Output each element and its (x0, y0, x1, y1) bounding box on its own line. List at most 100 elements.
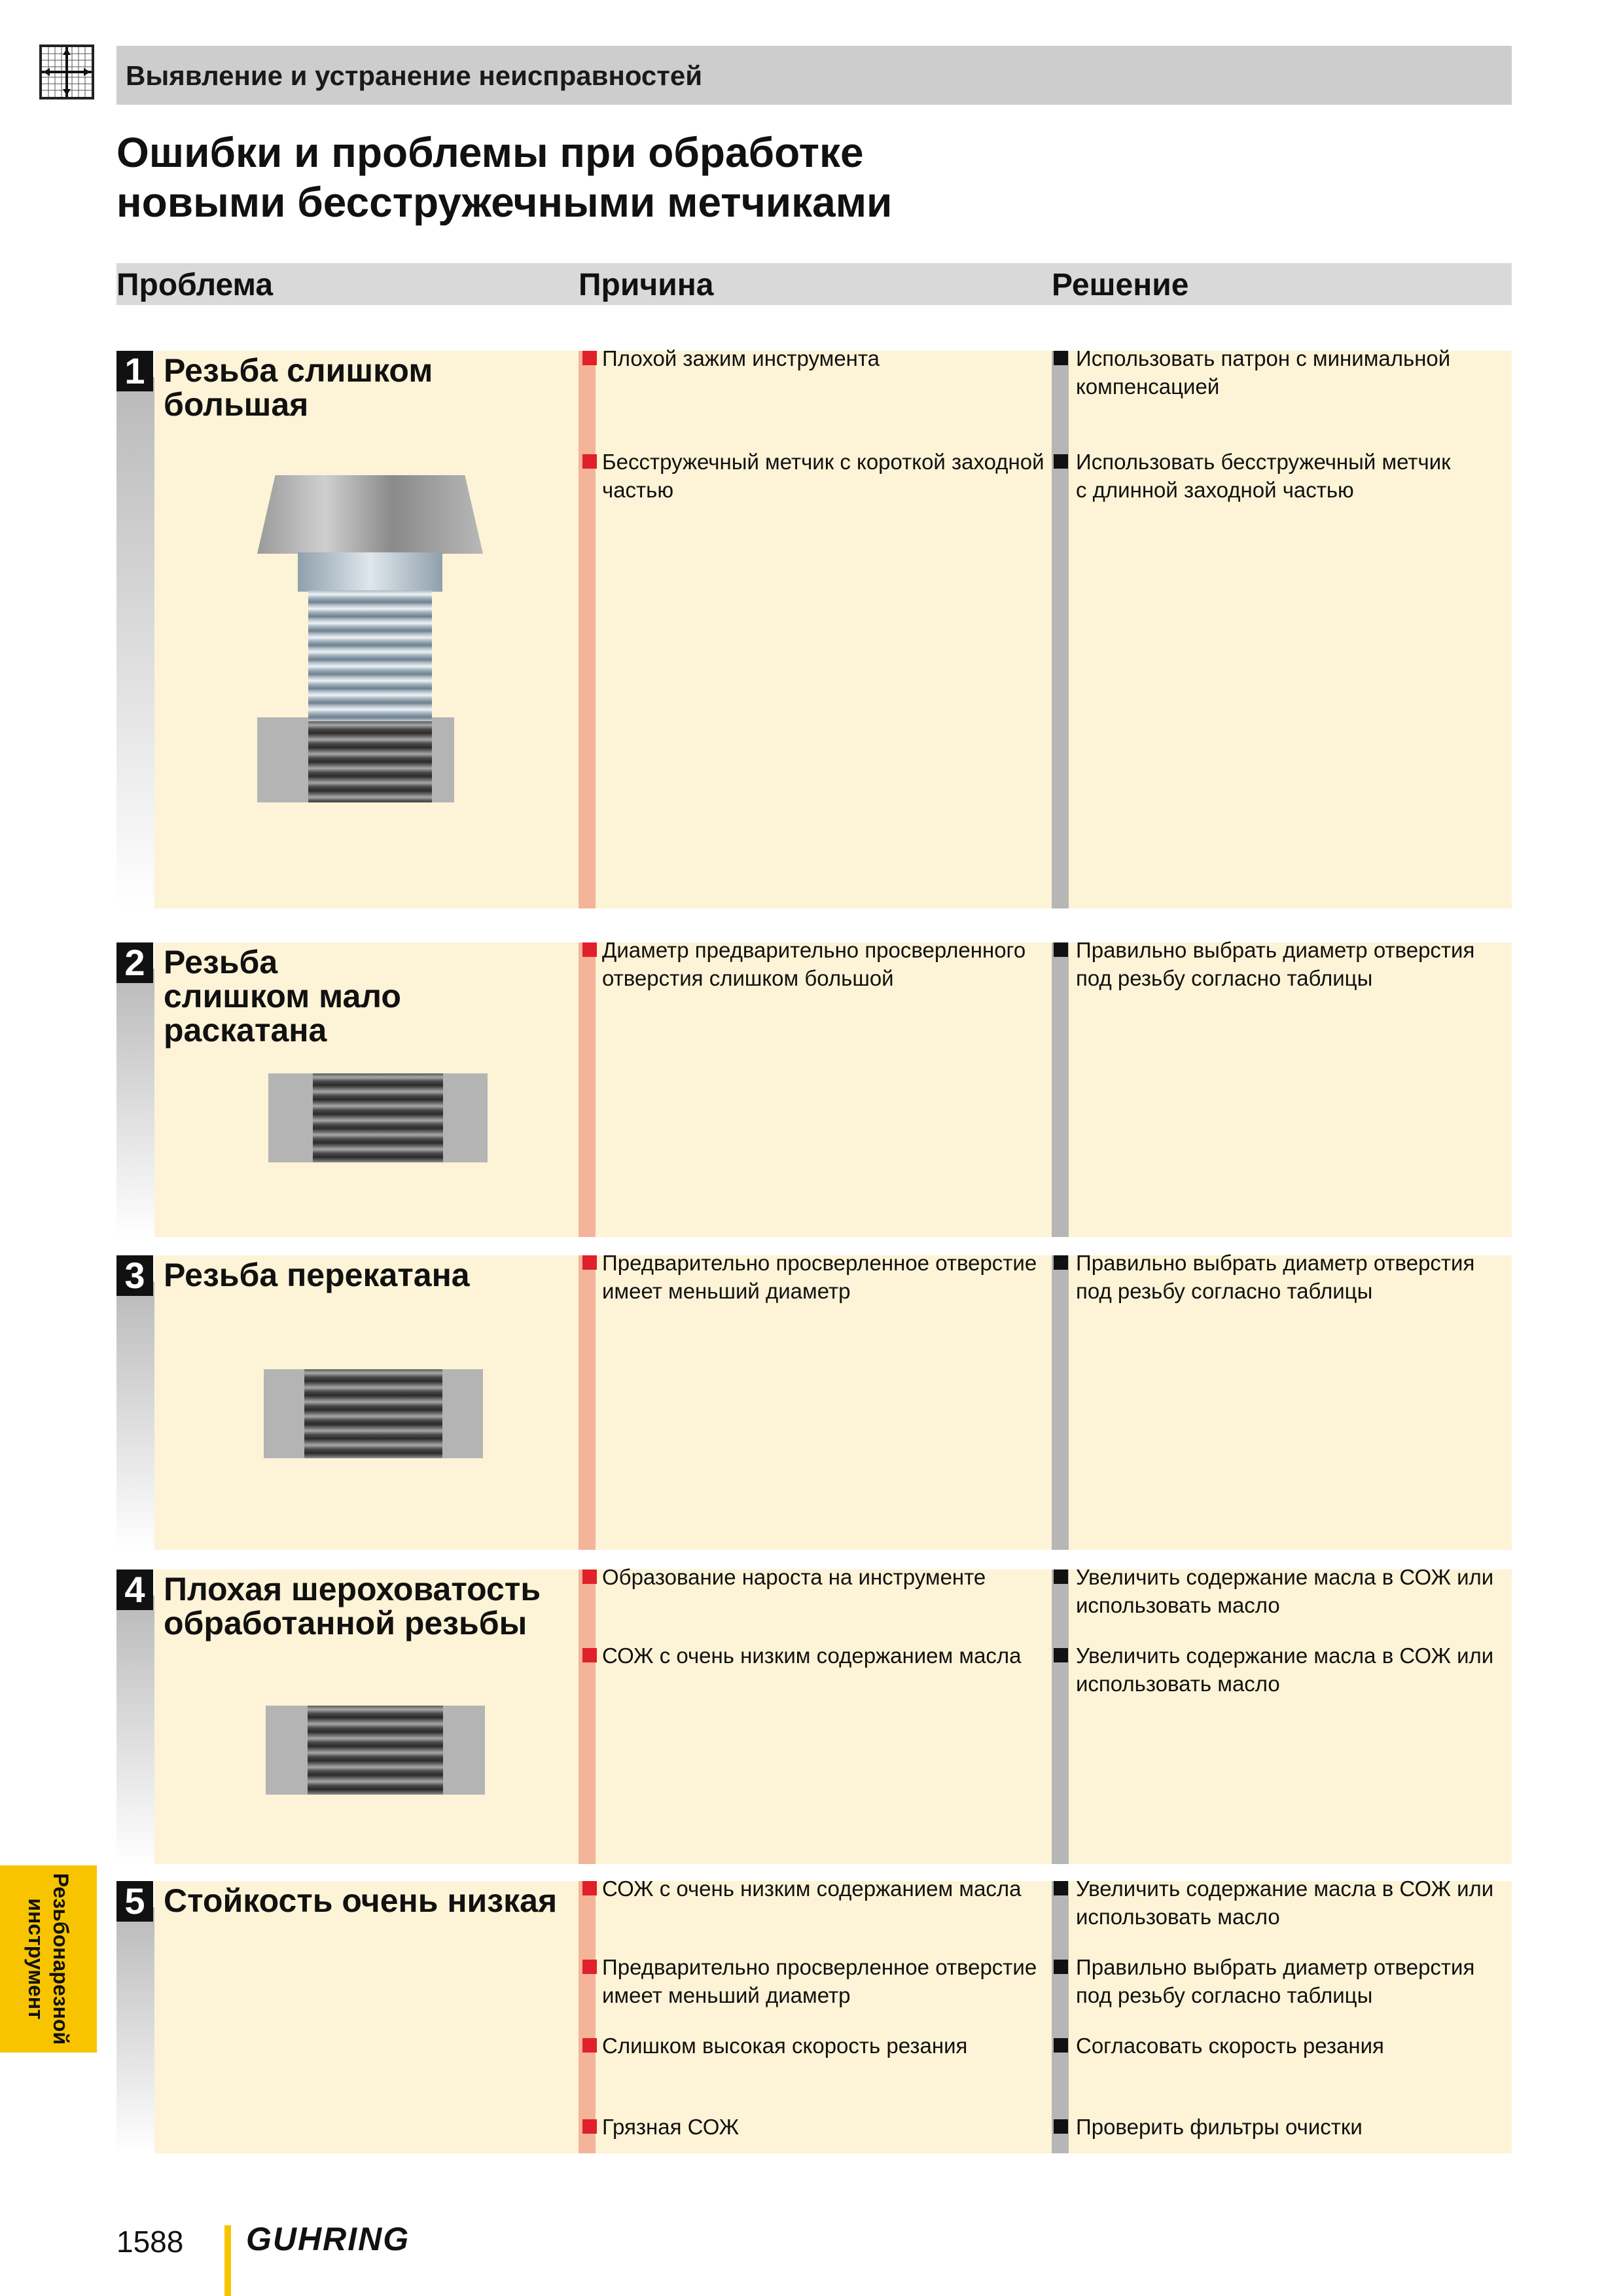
section-number: 3 (116, 1255, 153, 1296)
solution-text: Увеличить содержание масла в СОЖ или исп… (1076, 1641, 1493, 1698)
solution-text-line: Использовать патрон с минимальной (1076, 346, 1451, 370)
solution-text-line: Увеличить содержание масла в СОЖ или (1076, 1643, 1494, 1668)
section-number: 1 (116, 351, 153, 391)
solution-text-line: Увеличить содержание масла в СОЖ или (1076, 1876, 1494, 1901)
cause-bullet (582, 351, 597, 365)
problem-title-line: Резьба перекатана (164, 1257, 470, 1293)
solution-strip (1052, 1570, 1069, 1864)
cause-bullet (582, 2119, 597, 2134)
cause-strip (579, 1255, 596, 1550)
cause-strip (579, 1881, 596, 2153)
problem-title: Резьба слишком большая (164, 353, 433, 422)
problem-title-line: Плохая шероховатость (164, 1571, 541, 1607)
cause-text-line: имеет меньший диаметр (602, 1983, 851, 2007)
solution-text-line: под резьбу согласно таблицы (1076, 966, 1373, 990)
cause-text-line: Предварительно просверленное отверстие (602, 1251, 1037, 1275)
solution-text-line: с длинной заходной частью (1076, 478, 1354, 502)
column-header-cause: Причина (579, 268, 714, 302)
problem-title-line: обработанной резьбы (164, 1605, 527, 1641)
cause-text: Грязная СОЖ (602, 2113, 739, 2141)
solution-bullet (1054, 454, 1068, 469)
cause-text-line: частью (602, 478, 674, 502)
cause-text-line: имеет меньший диаметр (602, 1279, 851, 1303)
problem-title-line: Резьба слишком (164, 352, 433, 389)
solution-text: Увеличить содержание масла в СОЖ или исп… (1076, 1874, 1493, 1931)
side-tab-line: Резьбонарезной (49, 1873, 73, 2045)
solution-text: Использовать патрон с минимальной компен… (1076, 344, 1450, 401)
cause-bullet (582, 1648, 597, 1662)
column-header-solution: Решение (1052, 268, 1189, 302)
problem-section-1: 1 Резьба слишком большая Плохой зажим ин… (116, 346, 1512, 908)
cause-strip (579, 1570, 596, 1864)
solution-strip (1052, 351, 1069, 908)
problem-title-line: раскатана (164, 1012, 327, 1049)
cause-bullet (582, 1255, 597, 1270)
solution-bullet (1054, 942, 1068, 957)
section-gradient-strip (116, 1596, 154, 1864)
thread-photo (268, 1073, 488, 1162)
footer-accent-line (224, 2225, 231, 2296)
solution-text: Проверить фильтры очистки (1076, 2113, 1363, 2141)
solution-text: Увеличить содержание масла в СОЖ или исп… (1076, 1563, 1493, 1619)
cause-bullet (582, 942, 597, 957)
cause-text: Бесстружечный метчик с короткой заходной… (602, 448, 1044, 504)
column-header-bar (116, 263, 1512, 305)
cause-text: Образование нароста на инструменте (602, 1563, 986, 1591)
cause-text-line: Предварительно просверленное отверстие (602, 1955, 1037, 1979)
solution-bullet (1054, 1255, 1068, 1270)
side-tab-line: инструмент (24, 1898, 48, 2020)
cause-bullet (582, 1960, 597, 1974)
solution-bullet (1054, 1881, 1068, 1895)
thread-photo (264, 1369, 483, 1458)
page-title-line: новыми бесстружечными метчиками (116, 179, 893, 226)
solution-text-line: Правильно выбрать диаметр отверстия (1076, 1955, 1475, 1979)
section-number: 2 (116, 942, 153, 983)
solution-text-line: под резьбу согласно таблицы (1076, 1279, 1373, 1303)
column-header-problem: Проблема (116, 268, 274, 302)
cause-text: СОЖ с очень низким содержанием масла (602, 1874, 1022, 1903)
solution-text: Использовать бесстружечный метчик с длин… (1076, 448, 1451, 504)
solution-text-line: использовать масло (1076, 1593, 1280, 1617)
cause-text-line: СОЖ с очень низким содержанием масла (602, 1876, 1022, 1901)
page-title-line: Ошибки и проблемы при обработке (116, 129, 864, 176)
solution-bullet (1054, 351, 1068, 365)
solution-text-line: Проверить фильтры очистки (1076, 2115, 1363, 2139)
cause-bullet (582, 1881, 597, 1895)
solution-text: Правильно выбрать диаметр отверстия под … (1076, 1249, 1474, 1305)
cause-text-line: Образование нароста на инструменте (602, 1565, 986, 1589)
section-gradient-strip (116, 1907, 154, 2153)
cause-strip (579, 351, 596, 908)
solution-text: Правильно выбрать диаметр отверстия под … (1076, 1953, 1474, 2009)
problem-title-line: Стойкость очень низкая (164, 1882, 558, 1919)
solution-text-line: Согласовать скорость резания (1076, 2034, 1384, 2058)
problem-section-3: 3 Резьба перекатана Предварительно просв… (116, 1251, 1512, 1550)
problem-title: Резьба слишком мало раскатана (164, 945, 401, 1047)
cause-text-line: СОЖ с очень низким содержанием масла (602, 1643, 1022, 1668)
solution-text-line: Использовать бесстружечный метчик (1076, 450, 1451, 474)
solution-strip (1052, 1255, 1069, 1550)
cause-text-line: Диаметр предварительно просверленного (602, 938, 1026, 962)
cause-text: СОЖ с очень низким содержанием масла (602, 1641, 1022, 1670)
header-bar (116, 46, 1512, 105)
solution-text-line: Правильно выбрать диаметр отверстия (1076, 1251, 1475, 1275)
cause-text-line: Грязная СОЖ (602, 2115, 740, 2139)
page-title: Ошибки и проблемы при обработке новыми б… (116, 128, 892, 227)
cause-text: Предварительно просверленное отверстие и… (602, 1953, 1037, 2009)
header-title: Выявление и устранение неисправностей (126, 60, 703, 91)
section-number: 4 (116, 1570, 153, 1610)
solution-text-line: Увеличить содержание масла в СОЖ или (1076, 1565, 1494, 1589)
problem-title-line: слишком мало (164, 978, 401, 1014)
cause-text: Диаметр предварительно просверленного от… (602, 936, 1026, 992)
solution-strip (1052, 942, 1069, 1237)
cause-text: Предварительно просверленное отверстие и… (602, 1249, 1037, 1305)
solution-text-line: использовать масло (1076, 1905, 1280, 1929)
cause-bullet (582, 2038, 597, 2053)
cause-text-line: Бесстружечный метчик с короткой заходной (602, 450, 1044, 474)
solution-bullet (1054, 1570, 1068, 1584)
solution-text: Правильно выбрать диаметр отверстия под … (1076, 936, 1474, 992)
problem-title: Резьба перекатана (164, 1258, 470, 1292)
section-gradient-strip (116, 969, 154, 1237)
solution-bullet (1054, 1960, 1068, 1974)
side-tab: Резьбонарезной инструмент (0, 1865, 97, 2053)
solution-bullet (1054, 1648, 1068, 1662)
